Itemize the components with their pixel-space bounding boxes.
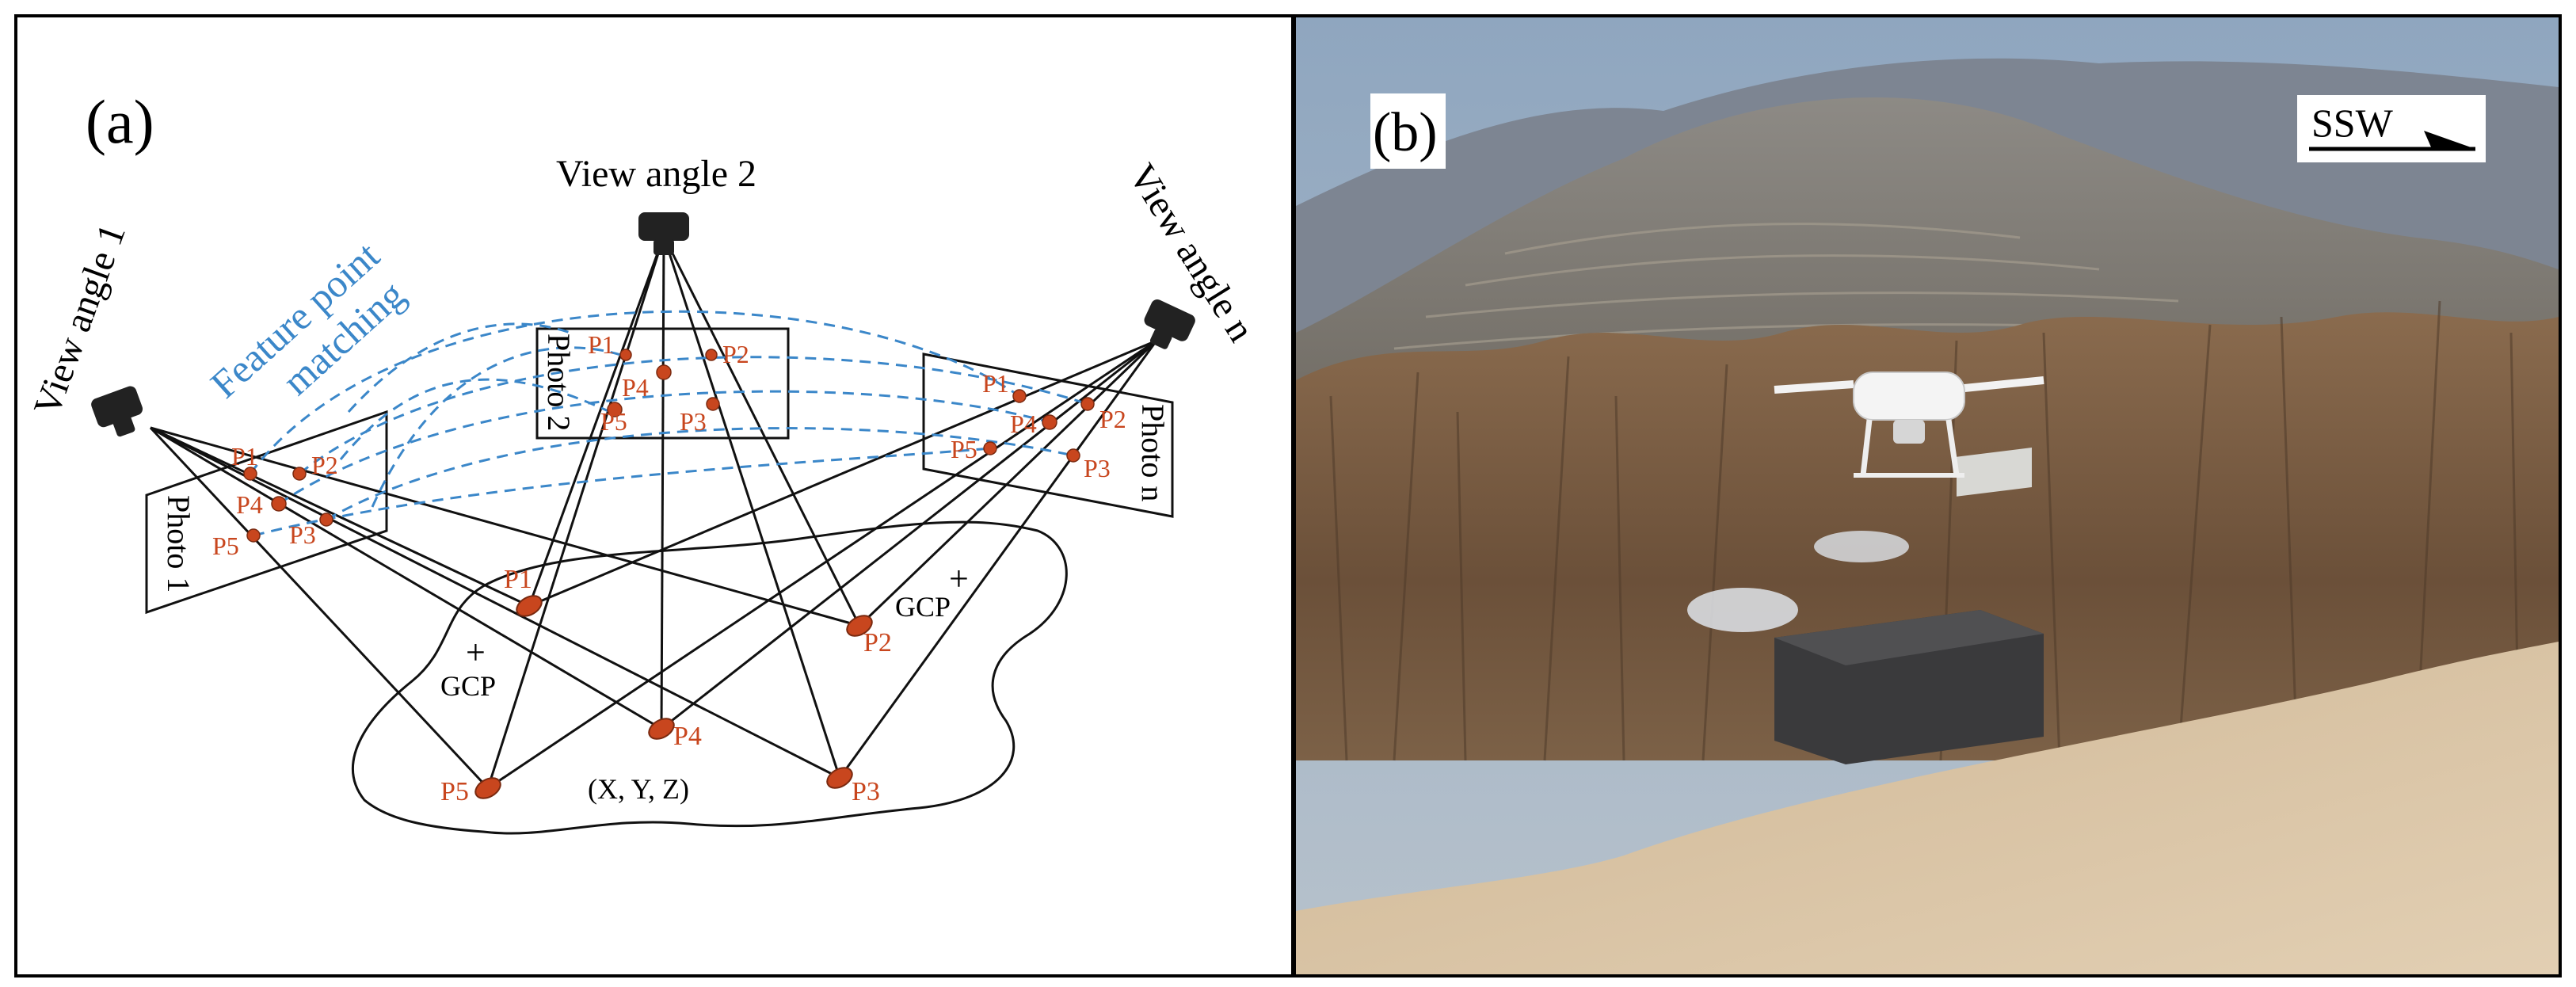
svg-text:P1: P1 xyxy=(504,565,532,594)
svg-text:P4: P4 xyxy=(1010,410,1037,438)
camera-icon xyxy=(1144,299,1195,349)
ground-point-labels: P1 P2 P3 P4 P5 xyxy=(440,565,892,806)
feature-matching-curves xyxy=(249,310,1088,537)
svg-text:P2: P2 xyxy=(863,628,892,657)
photo-2-frame xyxy=(535,327,790,440)
svg-text:P5: P5 xyxy=(212,532,239,560)
svg-text:P4: P4 xyxy=(622,373,649,402)
panel-a-frame xyxy=(14,14,1294,977)
photo-1-frame xyxy=(145,410,388,615)
photo-1-point-labels: P1 P2 P4 P3 P5 xyxy=(212,442,338,560)
svg-text:GCP: GCP xyxy=(440,670,496,702)
svg-text:P5: P5 xyxy=(600,407,627,436)
svg-text:+: + xyxy=(466,633,486,672)
photo-n-point-labels: P1 P2 P4 P5 P3 xyxy=(951,369,1126,482)
view-angle-2-label: View angle 2 xyxy=(556,153,756,195)
svg-text:P3: P3 xyxy=(852,777,880,806)
camera-icon xyxy=(91,386,143,437)
svg-text:P3: P3 xyxy=(1084,454,1111,482)
drone xyxy=(1774,372,2044,478)
panel-b-frame xyxy=(1293,14,2562,977)
svg-text:P2: P2 xyxy=(311,451,338,479)
rays-view-2 xyxy=(486,235,861,789)
svg-text:P5: P5 xyxy=(951,435,977,463)
photo-2-point-labels: P1 P2 P4 P5 P3 xyxy=(588,330,749,436)
gcp-marker: + GCP xyxy=(440,633,496,702)
direction-indicator: SSW xyxy=(2297,95,2486,162)
ground-points xyxy=(474,595,873,799)
svg-text:+: + xyxy=(949,559,969,598)
direction-arrow-icon xyxy=(2424,131,2475,149)
ground-area-outline xyxy=(351,520,1068,835)
photo-2-label: Photo 2 xyxy=(541,333,577,431)
direction-label: SSW xyxy=(2311,101,2394,145)
svg-text:P3: P3 xyxy=(289,520,316,549)
svg-text:GCP: GCP xyxy=(895,591,951,623)
svg-text:P1: P1 xyxy=(588,330,615,359)
xyz-label: (X, Y, Z) xyxy=(588,773,689,805)
svg-text:P2: P2 xyxy=(722,340,749,368)
svg-text:P4: P4 xyxy=(673,722,702,751)
svg-text:P1: P1 xyxy=(231,442,258,471)
panel-b-label-bg xyxy=(1370,93,1446,169)
equipment-case xyxy=(1774,448,2044,764)
rays-view-1 xyxy=(149,426,860,790)
panel-a: (a) xyxy=(14,14,1294,977)
panel-b: (b) SSW xyxy=(1293,14,2562,977)
field-photo xyxy=(1296,17,2559,976)
photo-n-label: Photo n xyxy=(1135,404,1171,501)
gcp-marker: + GCP xyxy=(895,559,969,623)
svg-text:P2: P2 xyxy=(1099,405,1126,433)
camera-icon xyxy=(638,212,689,255)
rays-view-n xyxy=(487,339,1158,790)
svg-text:P4: P4 xyxy=(236,490,263,519)
panel-b-label: (b) xyxy=(1373,102,1438,163)
image-points xyxy=(243,349,1095,543)
svg-text:P5: P5 xyxy=(440,777,469,806)
svg-text:P3: P3 xyxy=(680,407,707,436)
panel-a-label: (a) xyxy=(86,87,154,156)
svg-text:P1: P1 xyxy=(982,369,1009,398)
photo-1-label: Photo 1 xyxy=(161,495,196,593)
